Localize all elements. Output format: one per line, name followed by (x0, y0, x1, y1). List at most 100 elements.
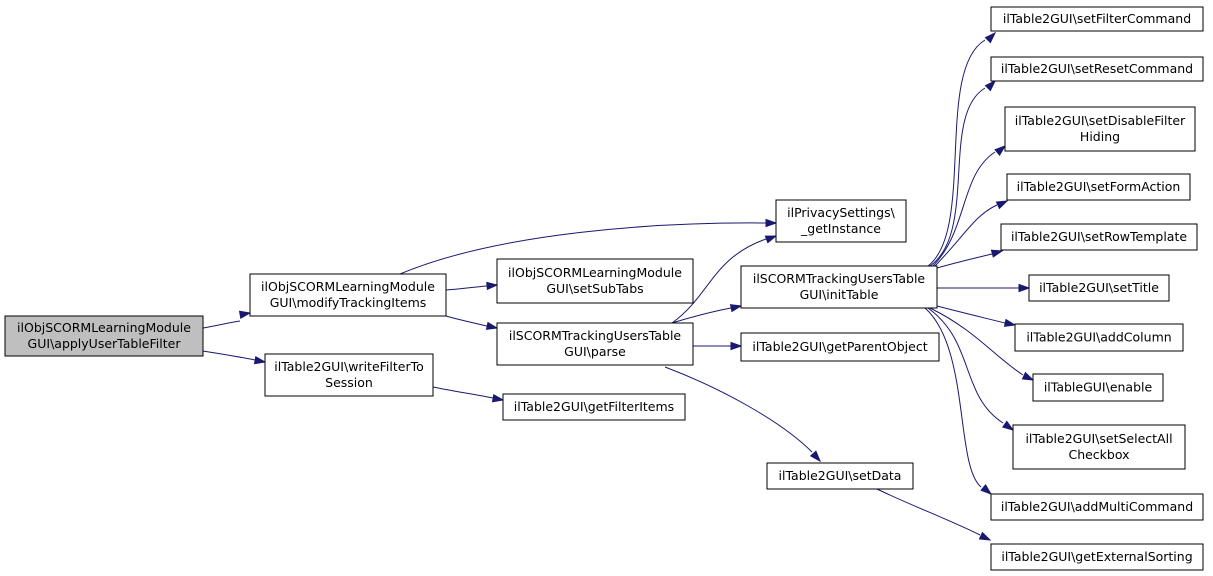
arrowhead-icon (990, 249, 1004, 258)
arrowhead-icon (491, 394, 505, 403)
edge-applyUserTableFilter-to-modifyTrackingItems (202, 310, 252, 329)
node-label: ilPrivacySettings\ (787, 205, 895, 220)
node-modifyTrackingItems[interactable]: ilObjSCORMLearningModuleGUI\modifyTracki… (249, 273, 447, 317)
edge-line (934, 204, 998, 267)
node-label: ilObjSCORMLearningModule (508, 265, 682, 280)
node-getParentObject[interactable]: ilTable2GUI\getParentObject (740, 332, 940, 362)
node-box (1014, 323, 1184, 352)
edge-modifyTrackingItems-to-privacyGetInstance (399, 218, 778, 275)
edge-initTable-to-addMultiCommand (924, 307, 993, 495)
arrowhead-icon (994, 145, 1007, 156)
node-box (502, 393, 686, 421)
arrowhead-icon (1003, 318, 1017, 327)
node-box (775, 199, 907, 243)
edge-line (671, 307, 732, 324)
edge-parse-to-privacyGetInstance (671, 235, 778, 324)
arrowhead-icon (730, 341, 743, 351)
edge-writeFilterToSession-to-getFilterItems (432, 386, 505, 403)
node-label: ilTable2GUI\setResetCommand (1001, 61, 1193, 76)
node-setFilterCommand[interactable]: ilTable2GUI\setFilterCommand (990, 6, 1204, 32)
node-box (1028, 274, 1170, 302)
edge-line (927, 307, 1004, 424)
arrowhead-icon (984, 31, 997, 44)
node-box (264, 353, 434, 397)
arrowhead-icon (984, 79, 997, 92)
node-box (4, 315, 204, 357)
node-setRowTemplate[interactable]: ilTable2GUI\setRowTemplate (1000, 223, 1198, 251)
node-label: GUI\applyUserTableFilter (28, 336, 182, 351)
node-setTitle[interactable]: ilTable2GUI\setTitle (1028, 274, 1170, 302)
arrowhead-icon (980, 484, 993, 495)
edge-applyUserTableFilter-to-writeFilterToSession (202, 350, 267, 365)
edge-initTable-to-setFormAction (934, 200, 1009, 267)
node-label: Hiding (1080, 129, 1120, 144)
arrowhead-icon (1021, 371, 1035, 381)
node-setResetCommand[interactable]: ilTable2GUI\setResetCommand (990, 56, 1204, 82)
node-label: GUI\initTable (800, 287, 879, 302)
arrowhead-icon (978, 531, 992, 541)
node-addMultiCommand[interactable]: ilTable2GUI\addMultiCommand (990, 493, 1204, 521)
edge-initTable-to-setFilterCommand (927, 31, 997, 267)
node-box (990, 56, 1204, 82)
edge-line (936, 305, 1006, 324)
node-box (740, 265, 938, 309)
node-label: Session (325, 375, 373, 390)
node-box (249, 273, 447, 317)
node-box (990, 543, 1204, 571)
node-label: ilTable2GUI\getExternalSorting (1001, 549, 1192, 564)
node-label: ilTable2GUI\setSelectAll (1025, 431, 1172, 446)
node-addColumn[interactable]: ilTable2GUI\addColumn (1014, 323, 1184, 352)
node-getFilterItems[interactable]: ilTable2GUI\getFilterItems (502, 393, 686, 421)
node-setData[interactable]: ilTable2GUI\setData (766, 462, 914, 490)
edge-modifyTrackingItems-to-parse (445, 315, 499, 330)
arrowhead-icon (486, 281, 499, 291)
node-box (990, 493, 1204, 521)
node-label: ilTable2GUI\setFormAction (1017, 179, 1181, 194)
edge-initTable-to-setTitle (937, 283, 1031, 293)
arrowhead-icon (485, 321, 499, 330)
node-enable[interactable]: ilTableGUI\enable (1032, 373, 1164, 402)
arrowhead-icon (238, 310, 252, 319)
node-getExternalSorting[interactable]: ilTable2GUI\getExternalSorting (990, 543, 1204, 571)
arrowhead-icon (253, 356, 267, 365)
node-label: ilSCORMTrackingUsersTable (509, 328, 682, 343)
edge-modifyTrackingItems-to-setSubTabs (445, 281, 499, 291)
arrowhead-icon (809, 450, 822, 463)
edge-initTable-to-enable (929, 307, 1035, 381)
node-label: ilTable2GUI\setTitle (1039, 280, 1159, 295)
edge-parse-to-setData (664, 366, 822, 463)
node-setFormAction[interactable]: ilTable2GUI\setFormAction (1006, 173, 1191, 201)
node-label: ilTable2GUI\getParentObject (752, 339, 927, 354)
edge-initTable-to-setDisableFilterHiding (932, 145, 1007, 267)
edge-line (929, 307, 1024, 376)
node-label: ilTable2GUI\setData (779, 468, 902, 483)
edge-line (929, 87, 986, 267)
arrowhead-icon (729, 304, 743, 313)
node-label: GUI\parse (564, 344, 626, 359)
node-label: ilSCORMTrackingUsersTable (753, 271, 926, 286)
node-box (1032, 373, 1164, 402)
node-label: ilObjSCORMLearningModule (261, 279, 435, 294)
node-box (1006, 173, 1191, 201)
arrowhead-icon (1001, 420, 1015, 431)
node-privacyGetInstance[interactable]: ilPrivacySettings\_getInstance (775, 199, 907, 243)
node-box (740, 332, 940, 362)
node-label: ilTable2GUI\setRowTemplate (1011, 229, 1187, 244)
edge-line (671, 238, 767, 324)
node-applyUserTableFilter[interactable]: ilObjSCORMLearningModuleGUI\applyUserTab… (4, 315, 204, 357)
edge-line (876, 488, 981, 536)
node-box (496, 258, 694, 304)
edge-line (445, 285, 488, 291)
edge-parse-to-initTable (671, 304, 743, 324)
node-box (496, 322, 694, 366)
node-label: GUI\setSubTabs (546, 281, 643, 296)
edge-parse-to-getParentObject (693, 341, 743, 351)
node-label: ilTable2GUI\getFilterItems (514, 399, 674, 414)
